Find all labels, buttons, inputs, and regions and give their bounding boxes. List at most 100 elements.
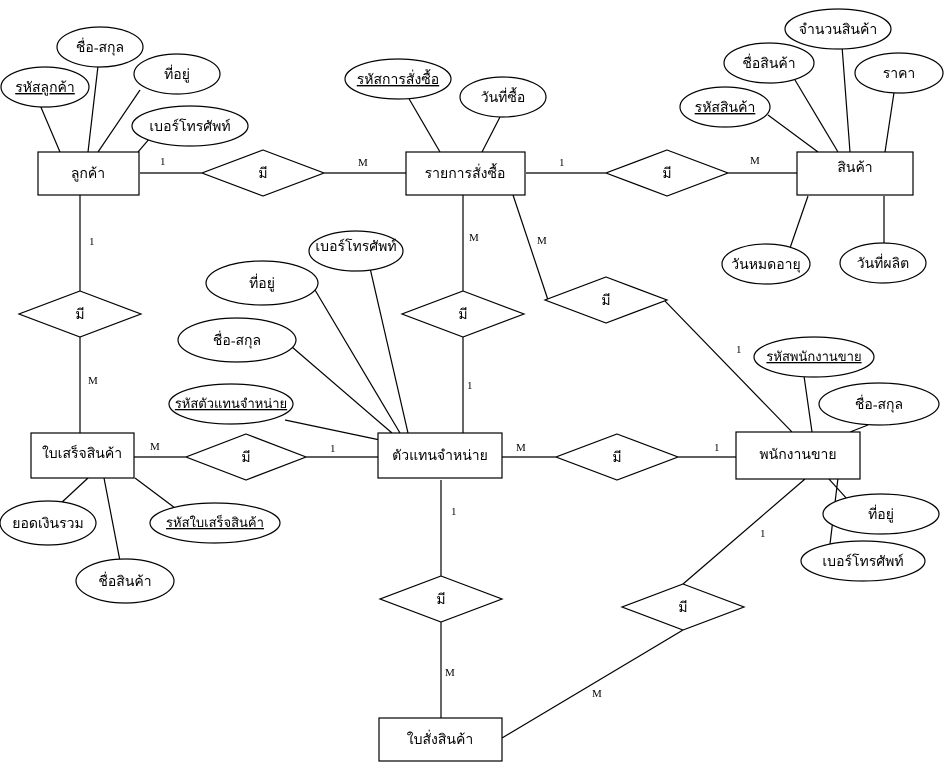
entity-receipt: ใบเสร็จสินค้า [30,432,135,479]
card-order-salesperson-1: 1 [736,344,742,356]
svg-text:ที่อยู่: ที่อยู่ [249,274,275,292]
svg-text:มี: มี [258,166,267,182]
entity-customer: ลูกค้า [37,151,140,196]
attribute-product-price: ราคา [854,52,944,94]
card-order-product-1: 1 [559,157,565,169]
relationship-order-dealer: มี [400,290,526,338]
svg-text:เบอร์โทรศัพท์: เบอร์โทรศัพท์ [822,553,903,570]
attribute-customer-phone: เบอร์โทรศัพท์ [131,105,249,147]
svg-text:รหัสตัวแทนจำหน่าย: รหัสตัวแทนจำหน่าย [175,396,287,411]
attribute-product-expiry: วันหมดอายุ [721,243,811,285]
svg-text:วันที่ซื้อ: วันที่ซื้อ [481,87,526,106]
connector-lines [39,45,896,739]
relationship-order-product: มี [604,149,730,197]
card-dealer-purchase-order-1: 1 [451,506,457,518]
card-customer-receipt-1: 1 [89,236,95,248]
svg-text:วันหมดอายุ: วันหมดอายุ [731,258,800,273]
attribute-sales-id: รหัสพนักงานขาย [753,336,875,378]
svg-text:ชื่อสินค้า: ชื่อสินค้า [742,54,795,72]
attribute-sales-address: ที่อยู่ [822,493,940,535]
svg-text:รหัสสินค้า: รหัสสินค้า [695,100,756,116]
entity-order: รายการสั่งซื้อ [405,151,526,196]
svg-text:วันที่ผลิต: วันที่ผลิต [857,254,910,272]
attribute-sales-phone: เบอร์โทรศัพท์ [800,540,926,582]
relationship-customer-order: มี [200,149,326,197]
card-salesperson-purchase-order-1: 1 [760,528,766,540]
card-customer-order-1: 1 [160,156,166,168]
card-dealer-salesperson-1: 1 [714,442,720,454]
attribute-customer-name: ชื่อ-สกุล [56,26,144,68]
attribute-receipt-total: ยอดเงินรวม [0,500,97,546]
svg-text:ที่อยู่: ที่อยู่ [868,505,894,523]
card-dealer-purchase-order-m: M [445,667,455,679]
relationship-order-salesperson: มี [543,276,669,324]
svg-text:ที่อยู่: ที่อยู่ [164,65,190,83]
svg-text:ชื่อ-สกุล: ชื่อ-สกุล [855,395,903,413]
svg-text:มี: มี [601,293,610,309]
attribute-customer-address: ที่อยู่ [133,53,221,95]
entity-salesperson: พนักงานขาย [735,431,861,480]
attribute-dealer-id: รหัสตัวแทนจำหน่าย [168,383,294,425]
svg-text:รายการสั่งซื้อ: รายการสั่งซื้อ [425,163,506,182]
svg-text:มี: มี [662,166,671,182]
relationship-salesperson-purchase-order: มี [620,583,746,631]
svg-text:เบอร์โทรศัพท์: เบอร์โทรศัพท์ [149,118,230,135]
svg-text:พนักงานขาย: พนักงานขาย [759,448,836,463]
card-receipt-dealer-m: M [150,441,160,453]
svg-text:มี: มี [678,600,687,616]
relationship-dealer-purchase-order: มี [378,575,504,623]
attribute-product-mfg: วันที่ผลิต [839,242,927,284]
card-order-product-m: M [750,155,760,167]
card-receipt-dealer-1: 1 [330,443,336,455]
card-customer-receipt-m: M [88,375,98,387]
entity-product: สินค้า [796,151,914,196]
svg-text:ใบเสร็จสินค้า: ใบเสร็จสินค้า [42,444,122,462]
attribute-order-id: รหัสการสั่งซื้อ [344,58,452,100]
svg-text:จำนวนสินค้า: จำนวนสินค้า [799,22,877,38]
svg-text:มี: มี [241,450,250,466]
svg-text:ชื่อสินค้า: ชื่อสินค้า [98,572,151,590]
entity-dealer: ตัวแทนจำหน่าย [377,432,503,479]
svg-text:ตัวแทนจำหน่าย: ตัวแทนจำหน่าย [392,449,488,464]
svg-text:มี: มี [458,307,467,323]
svg-text:รหัสลูกค้า: รหัสลูกค้า [15,80,75,96]
attribute-product-id: รหัสสินค้า [679,86,771,128]
svg-text:ชื่อ-สกุล: ชื่อ-สกุล [213,331,261,349]
svg-text:รหัสการสั่งซื้อ: รหัสการสั่งซื้อ [357,69,439,88]
attribute-customer-id: รหัสลูกค้า [0,66,90,108]
svg-text:ลูกค้า: ลูกค้า [71,166,105,182]
attribute-sales-name: ชื่อ-สกุล [818,382,940,426]
svg-text:เบอร์โทรศัพท์: เบอร์โทรศัพท์ [315,238,396,255]
svg-text:ยอดเงินรวม: ยอดเงินรวม [12,517,84,532]
svg-text:ใบสั่งสินค้า: ใบสั่งสินค้า [407,730,473,748]
svg-text:สินค้า: สินค้า [837,160,872,176]
attribute-product-name: ชื่อสินค้า [723,42,815,84]
relationship-dealer-salesperson: มี [554,433,680,481]
entity-purchase-order: ใบสั่งสินค้า [378,717,503,762]
svg-text:มี: มี [612,450,621,466]
card-dealer-salesperson-m: M [516,442,526,454]
svg-text:ราคา: ราคา [883,67,916,82]
relationship-customer-receipt: มี [17,290,143,338]
card-order-dealer-1: 1 [467,380,473,392]
attribute-receipt-id: รหัสใบเสร็จสินค้า [149,502,281,544]
attribute-product-qty: จำนวนสินค้า [784,8,892,50]
attribute-order-date: วันที่ซื้อ [459,76,547,118]
card-salesperson-purchase-order-m: M [592,688,602,700]
card-customer-order-m: M [358,157,368,169]
cardinality-labels: 1 M 1 M 1 M M 1 M 1 M 1 M 1 1 M 1 M [88,155,766,700]
relationship-receipt-dealer: มี [184,433,308,481]
attribute-dealer-phone: เบอร์โทรศัพท์ [308,230,404,272]
card-order-dealer-m: M [469,232,479,244]
card-order-salesperson-m: M [537,235,547,247]
attribute-dealer-name: ชื่อ-สกุล [177,317,297,363]
svg-text:มี: มี [75,307,84,323]
svg-text:ชื่อ-สกุล: ชื่อ-สกุล [76,38,124,56]
svg-text:รหัสใบเสร็จสินค้า: รหัสใบเสร็จสินค้า [166,513,264,530]
svg-text:มี: มี [436,592,445,608]
attribute-receipt-product-name: ชื่อสินค้า [75,558,175,604]
svg-text:รหัสพนักงานขาย: รหัสพนักงานขาย [766,349,861,364]
attribute-dealer-address: ที่อยู่ [205,260,319,306]
